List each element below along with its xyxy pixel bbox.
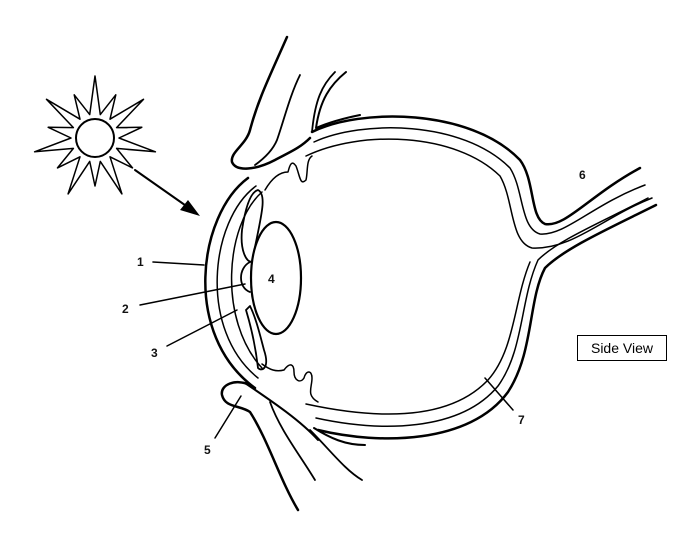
label-5: 5 bbox=[204, 443, 211, 457]
leader-lines bbox=[139, 261, 514, 439]
lower-eyelid bbox=[220, 380, 366, 512]
view-label: Side View bbox=[577, 335, 667, 361]
lens bbox=[249, 220, 303, 336]
label-1: 1 bbox=[137, 255, 144, 269]
label-7: 7 bbox=[518, 413, 525, 427]
sclera bbox=[305, 115, 658, 440]
cornea bbox=[204, 176, 263, 390]
label-3: 3 bbox=[151, 346, 158, 360]
arrow-icon bbox=[134, 169, 200, 216]
ciliary-body bbox=[261, 155, 319, 403]
sun-icon bbox=[33, 75, 157, 195]
label-2: 2 bbox=[122, 302, 129, 316]
label-6: 6 bbox=[579, 168, 586, 182]
label-4: 4 bbox=[268, 272, 275, 286]
upper-eyelid bbox=[230, 35, 361, 170]
